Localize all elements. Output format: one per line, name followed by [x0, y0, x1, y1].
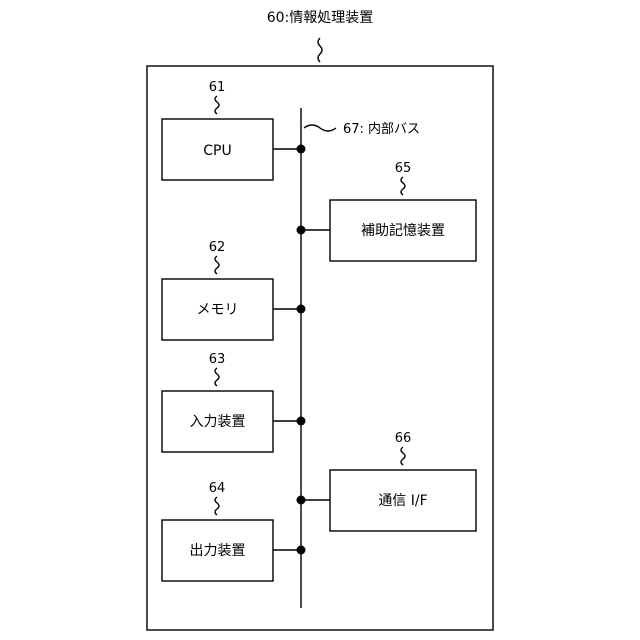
cpu-label: CPU: [203, 143, 231, 159]
output-device-bus-junction: [297, 546, 306, 555]
ref-64: 64: [209, 481, 226, 496]
memory-bus-junction: [297, 305, 306, 314]
input-device-bus-junction: [297, 417, 306, 426]
memory-label: メモリ: [197, 302, 239, 318]
bus-label: 67: 内部バス: [343, 121, 420, 137]
ref-62: 62: [209, 240, 226, 255]
comm-if-label: 通信 I/F: [378, 493, 427, 509]
aux-storage-bus-junction: [297, 226, 306, 235]
ref-63: 63: [209, 352, 226, 367]
aux-storage-label: 補助記憶装置: [361, 222, 445, 239]
comm-if-bus-junction: [297, 496, 306, 505]
output-device-label: 出力装置: [190, 543, 246, 559]
cpu-bus-junction: [297, 145, 306, 154]
diagram-title: 60:情報処理装置: [267, 10, 374, 26]
ref-65: 65: [395, 161, 412, 176]
ref-66: 66: [395, 431, 412, 446]
input-device-label: 入力装置: [190, 414, 246, 430]
ref-61: 61: [209, 80, 226, 95]
title-leader-squiggle: [318, 38, 322, 62]
